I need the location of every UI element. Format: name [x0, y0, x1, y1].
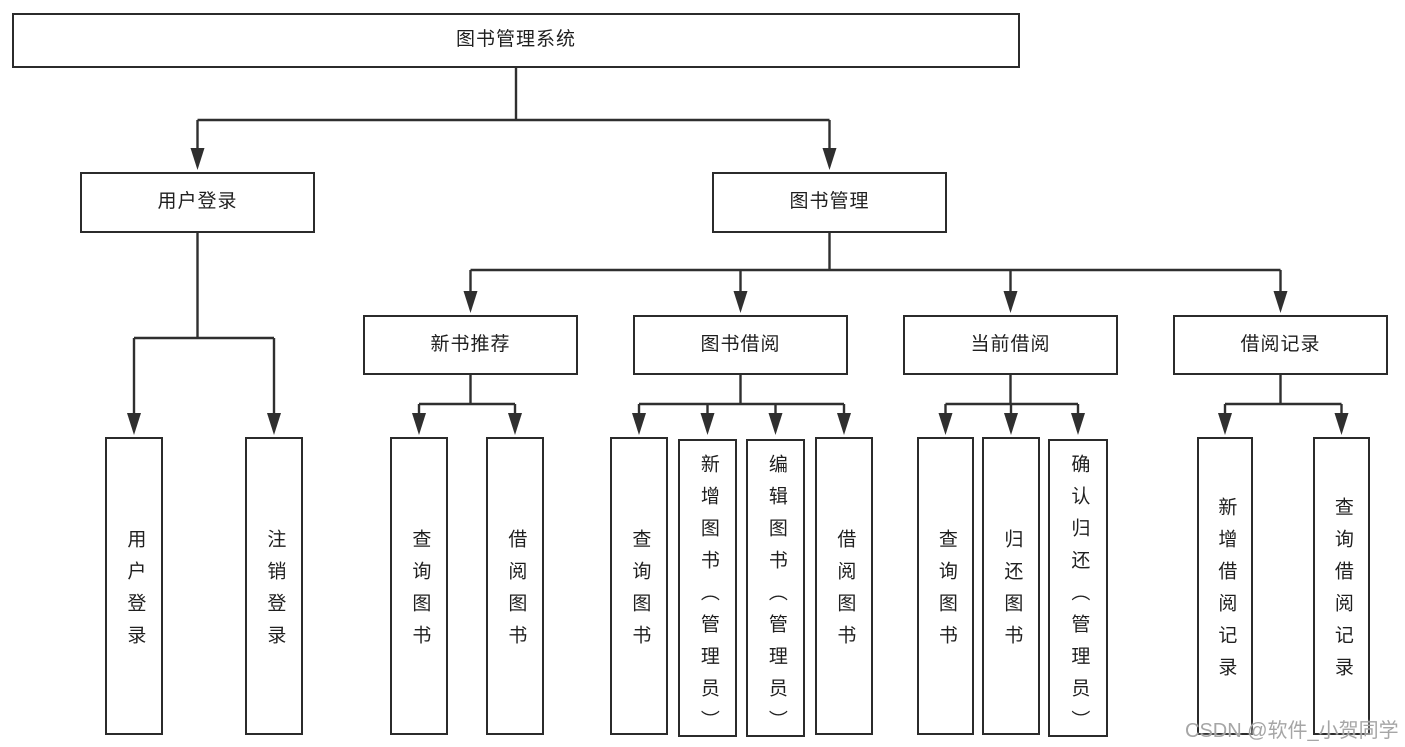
connector-new-book — [417, 375, 517, 413]
arrowhead — [463, 291, 478, 313]
connector-user-login — [132, 233, 276, 413]
leaf-edit-books-admin: 编辑图书（管理员） — [746, 439, 805, 742]
leaf-query-borrow-record: 查询借阅记录 — [1313, 437, 1370, 735]
node-new-book-recommend: 新书推荐 — [363, 315, 578, 375]
leaf-query-books: 查询图书 — [917, 437, 974, 735]
arrowhead — [267, 413, 281, 435]
arrowhead — [822, 148, 837, 170]
arrowhead — [1218, 413, 1232, 435]
connector-root — [196, 68, 831, 149]
leaf-query-books: 查询图书 — [390, 437, 448, 735]
node-book-management: 图书管理 — [712, 172, 947, 233]
leaf-logout: 注销登录 — [245, 437, 303, 735]
node-book-borrow: 图书借阅 — [633, 315, 848, 375]
arrowhead — [700, 413, 715, 435]
arrowhead — [768, 413, 783, 435]
leaf-add-books-admin: 新增图书（管理员） — [678, 439, 737, 742]
connector-current-borrow — [944, 375, 1080, 413]
arrowhead — [733, 291, 748, 313]
leaf-borrow-books: 借阅图书 — [486, 437, 544, 735]
node-borrow-records: 借阅记录 — [1173, 315, 1388, 375]
connector-book-borrow — [637, 375, 846, 413]
arrowhead — [1003, 291, 1018, 313]
arrowhead — [1273, 291, 1288, 313]
arrowhead — [837, 413, 851, 435]
leaf-borrow-books: 借阅图书 — [815, 437, 873, 735]
leaf-confirm-return-admin: 确认归还（管理员） — [1048, 439, 1108, 742]
arrowhead — [1004, 413, 1018, 435]
connector-borrow-records — [1223, 375, 1343, 413]
leaf-add-borrow-record: 新增借阅记录 — [1197, 437, 1253, 735]
leaf-user-login: 用户登录 — [105, 437, 163, 735]
arrowhead — [1071, 413, 1085, 435]
arrowhead — [938, 413, 953, 435]
arrowhead — [412, 413, 426, 435]
arrowhead — [190, 148, 205, 170]
node-root-system: 图书管理系统 — [12, 13, 1020, 68]
arrowhead — [632, 413, 646, 435]
leaf-return-books: 归还图书 — [982, 437, 1040, 735]
arrowhead — [1334, 413, 1349, 435]
arrowhead — [127, 413, 141, 435]
node-current-borrow: 当前借阅 — [903, 315, 1118, 375]
arrowhead — [508, 413, 522, 435]
node-user-login: 用户登录 — [80, 172, 315, 233]
leaf-query-books: 查询图书 — [610, 437, 668, 735]
connector-book-management — [469, 233, 1282, 292]
csdn-watermark: CSDN @软件_小贺同学 — [1185, 720, 1399, 742]
